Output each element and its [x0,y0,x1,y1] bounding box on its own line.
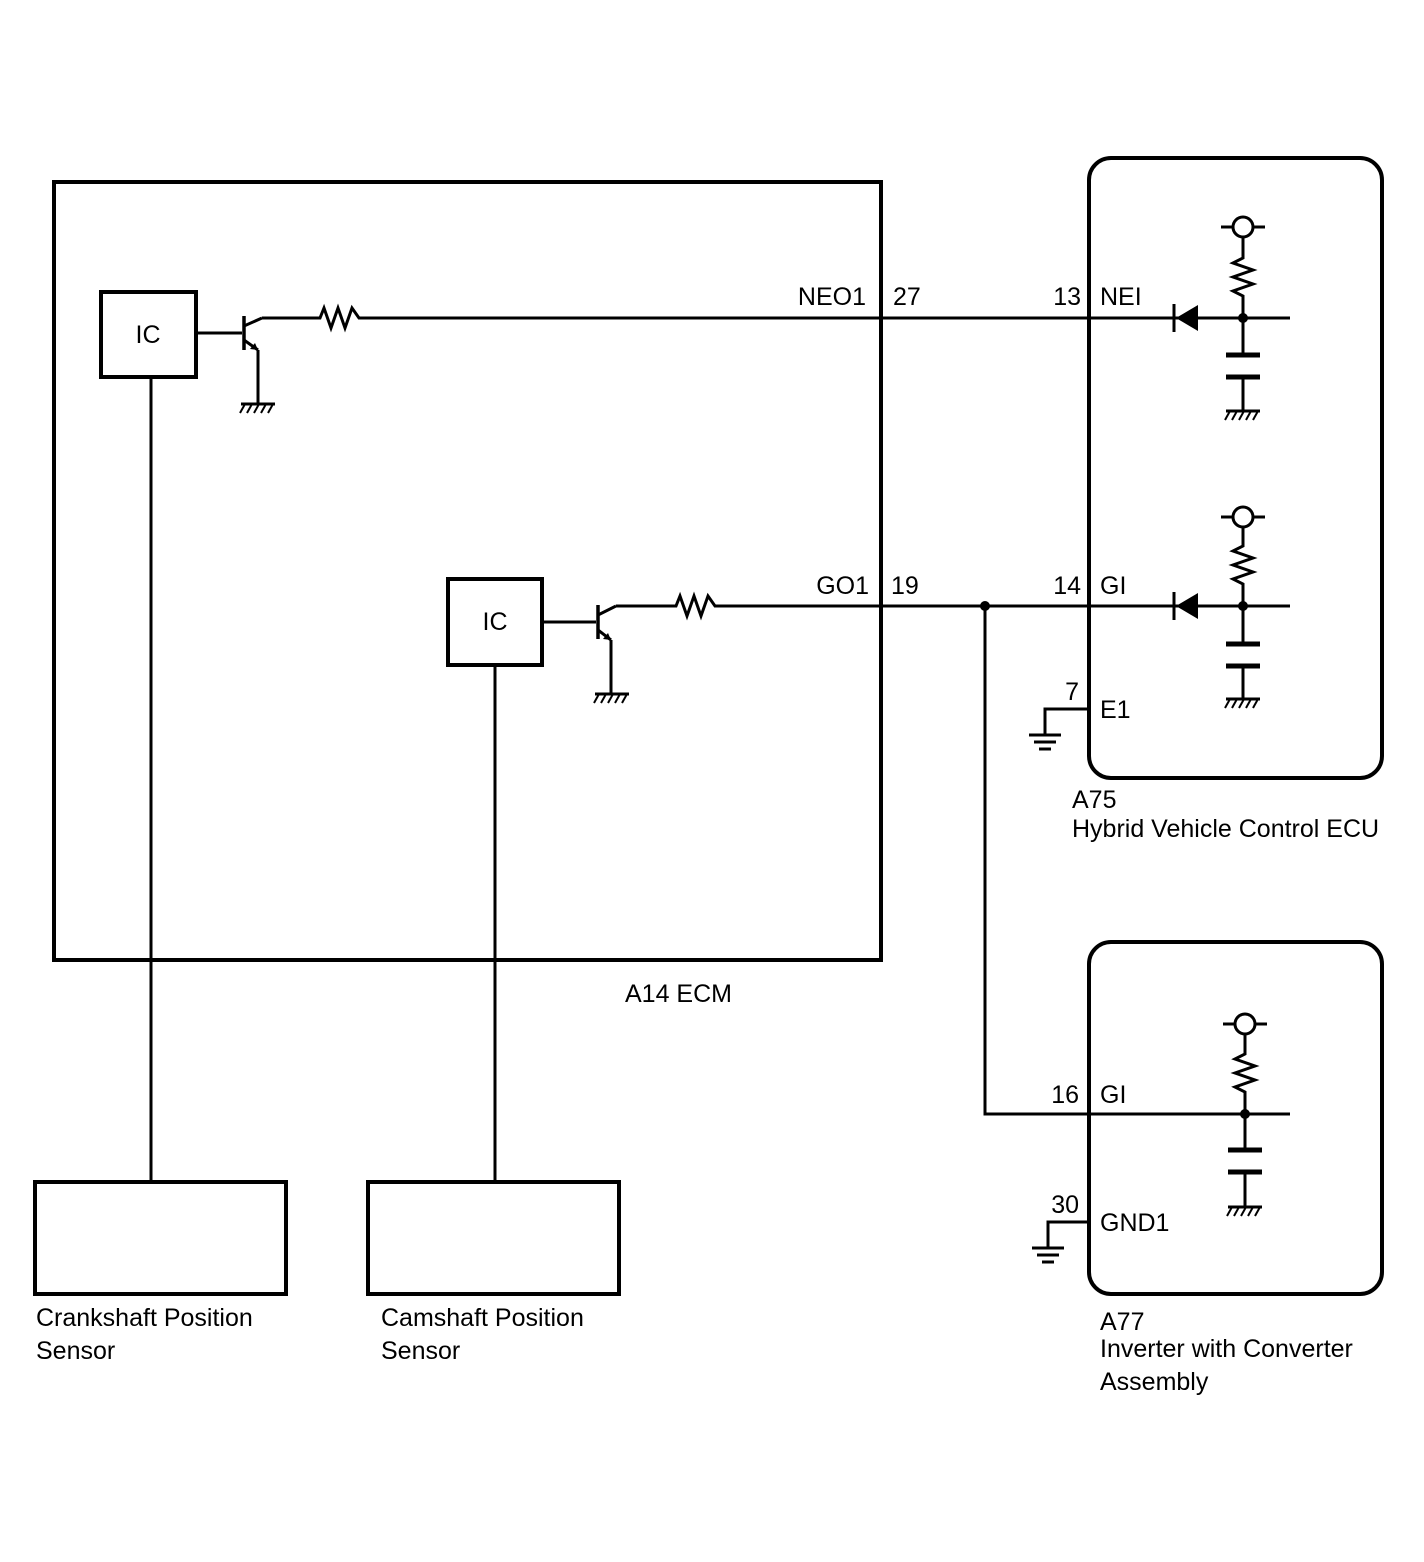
ecm-module: IC IC NEO1 27 GO1 19 A14 ECM [52,180,921,1008]
hv-ecu-code: A75 [1072,786,1116,814]
transistor-cam [542,604,617,694]
hv-ecu-name: Hybrid Vehicle Control ECU [1072,815,1379,843]
crankshaft-sensor-box [33,1180,288,1296]
pin-inverter-gi-name: GI [1100,1081,1126,1109]
pin-gi-name: GI [1100,572,1126,600]
pin-inverter-gi-number: 16 [1051,1081,1079,1109]
pin-gnd1-name: GND1 [1100,1209,1169,1237]
crankshaft-sensor-label-line1: Crankshaft Position [36,1304,253,1332]
pin-go1-name: GO1 [816,572,869,600]
pullup-resistor-nei [1228,237,1258,318]
ecm-label: A14 ECM [625,980,732,1008]
crankshaft-sensor: Crankshaft Position Sensor [33,1180,288,1365]
pin-nei-name: NEI [1100,283,1142,311]
wire-branch-to-inverter [983,606,1089,1116]
wire-gnd1-ground [1046,1220,1089,1248]
inverter-code: A77 [1100,1308,1144,1336]
resistor-cam [616,591,881,621]
pin-neo1-number: 27 [893,283,921,311]
hv-ecu-outline [1087,156,1384,780]
pin-e1-name: E1 [1100,696,1131,724]
inverter-module: 16 GI 30 GND1 A77 Inverter with Converte… [1030,940,1384,1396]
ic-cam-box [446,577,544,667]
pin-go1-number: 19 [891,572,919,600]
pin-e1-number: 7 [1065,678,1079,706]
harness-wires [149,316,1089,1182]
camshaft-sensor: Camshaft Position Sensor [366,1180,621,1365]
crankshaft-sensor-label-line2: Sensor [36,1337,115,1365]
ic-cam-label: IC [483,608,508,636]
camshaft-sensor-label-line1: Camshaft Position [381,1304,584,1332]
hv-ecu-module: 13 NEI 14 GI 7 E1 A75 Hybrid Vehicle Con… [1027,156,1384,843]
ground-gnd1 [1030,1246,1066,1264]
pin-neo1-name: NEO1 [798,283,866,311]
pullup-resistor-inverter-gi [1230,1034,1260,1114]
inverter-name-line2: Assembly [1100,1368,1209,1396]
ic-crank-label: IC [136,321,161,349]
camshaft-sensor-label-line2: Sensor [381,1337,460,1365]
transistor-crank [196,316,263,404]
resistor-crank [262,303,881,333]
camshaft-sensor-box [366,1180,621,1296]
ic-crank-box [99,290,198,379]
wire-e1-ground [1043,707,1089,735]
inverter-name-line1: Inverter with Converter [1100,1335,1353,1363]
pin-gi-number: 14 [1053,572,1081,600]
pullup-resistor-gi [1228,527,1258,606]
pin-gnd1-number: 30 [1051,1191,1079,1219]
inverter-outline [1087,940,1384,1296]
ground-e1 [1027,733,1063,751]
pin-nei-number: 13 [1053,283,1081,311]
